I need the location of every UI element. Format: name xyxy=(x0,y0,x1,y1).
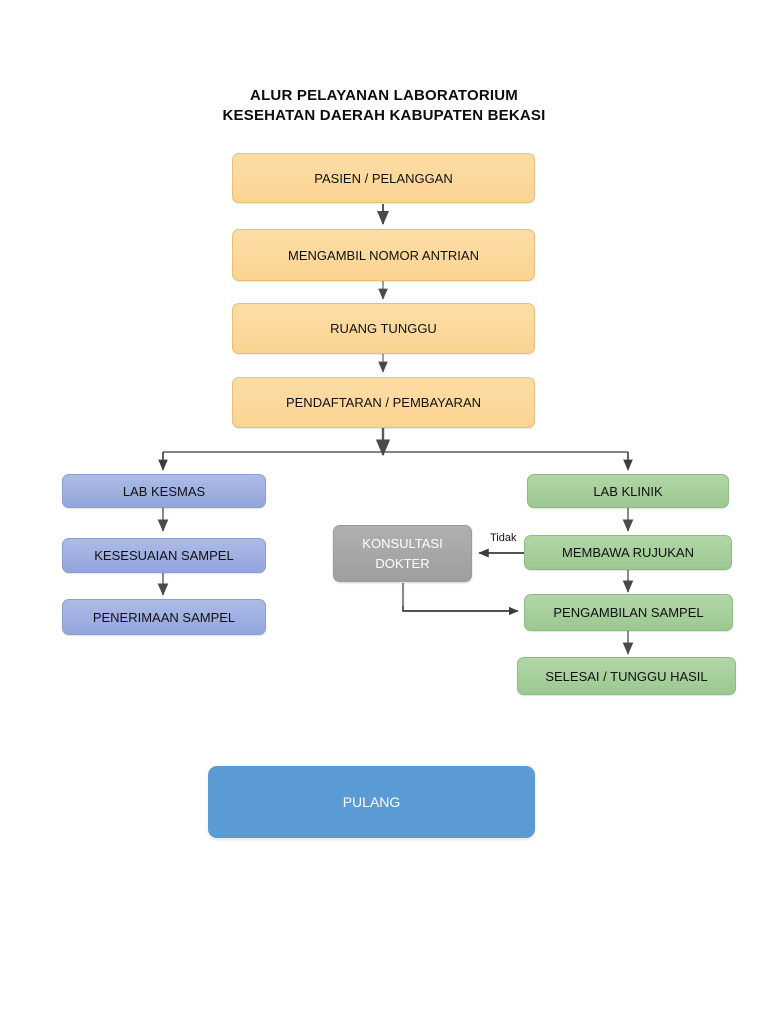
node-label: MENGAMBIL NOMOR ANTRIAN xyxy=(288,247,479,263)
node-ruang-tunggu[interactable]: RUANG TUNGGU xyxy=(232,303,535,354)
page-title: ALUR PELAYANAN LABORATORIUM KESEHATAN DA… xyxy=(0,86,768,126)
node-pendaftaran-pembayaran[interactable]: PENDAFTARAN / PEMBAYARAN xyxy=(232,377,535,428)
node-label: RUANG TUNGGU xyxy=(330,321,437,336)
node-label: KESESUAIAN SAMPEL xyxy=(94,548,234,563)
node-membawa-rujukan[interactable]: MEMBAWA RUJUKAN xyxy=(524,535,732,570)
node-pengambilan-sampel[interactable]: PENGAMBILAN SAMPEL xyxy=(524,594,733,631)
node-label: PENGAMBILAN SAMPEL xyxy=(553,605,704,620)
edge-konsultasi-pengambilan xyxy=(402,583,519,616)
node-pasien-pelanggan[interactable]: PASIEN / PELANGGAN xyxy=(232,153,535,203)
node-label: PULANG xyxy=(342,793,401,810)
node-label: LAB KESMAS xyxy=(122,483,206,499)
node-label: PENDAFTARAN / PEMBAYARAN xyxy=(285,395,482,410)
title-line-2: KESEHATAN DAERAH KABUPATEN BEKASI xyxy=(222,107,546,124)
node-lab-klinik[interactable]: LAB KLINIK xyxy=(527,474,729,508)
edge-label-tidak: Tidak xyxy=(490,532,517,544)
node-label-line-1: KONSULTASI xyxy=(362,535,443,551)
node-label-line-2: DOKTER xyxy=(375,555,430,571)
node-label: LAB KLINIK xyxy=(593,483,663,499)
node-lab-kesmas[interactable]: LAB KESMAS xyxy=(62,474,266,508)
node-label: SELESAI / TUNGGU HASIL xyxy=(545,668,708,684)
node-label: PASIEN / PELANGGAN xyxy=(314,170,453,186)
node-label: PENERIMAAN SAMPEL xyxy=(92,609,236,625)
node-konsultasi-dokter[interactable]: KONSULTASI DOKTER xyxy=(333,525,472,582)
node-selesai-tunggu-hasil[interactable]: SELESAI / TUNGGU HASIL xyxy=(517,657,736,695)
node-pulang[interactable]: PULANG xyxy=(208,766,535,838)
node-mengambil-nomor-antrian[interactable]: MENGAMBIL NOMOR ANTRIAN xyxy=(232,229,535,281)
title-line-1: ALUR PELAYANAN LABORATORIUM xyxy=(250,87,518,104)
node-penerimaan-sampel[interactable]: PENERIMAAN SAMPEL xyxy=(62,599,266,635)
node-label: MEMBAWA RUJUKAN xyxy=(562,545,694,560)
node-kesesuaian-sampel[interactable]: KESESUAIAN SAMPEL xyxy=(62,538,266,573)
